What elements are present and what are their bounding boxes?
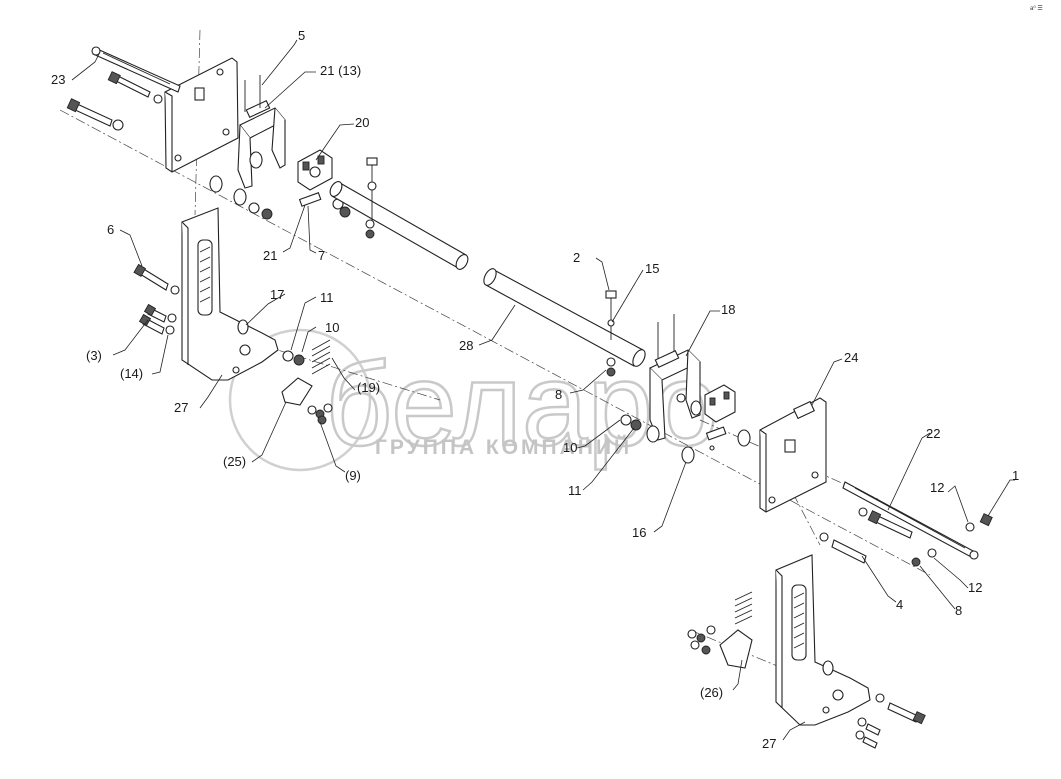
tube-28: [329, 181, 646, 367]
callout-26: (26): [700, 685, 723, 700]
callout-20: 20: [355, 115, 369, 130]
right-lever-27: [775, 554, 871, 726]
callout-5: 5: [298, 28, 305, 43]
callout-16: 16: [632, 525, 646, 540]
right-slotted-link-22: [842, 481, 979, 560]
right-clamp: [704, 384, 736, 451]
callout-24: 24: [844, 350, 858, 365]
bolt-7-and-nut: [365, 157, 378, 239]
callout-2: 2: [573, 250, 580, 265]
callout-11-left: 11: [320, 290, 334, 305]
callout-4: 4: [896, 597, 903, 612]
watermark-ring: [228, 328, 372, 472]
callout-25: (25): [223, 454, 246, 469]
left-mount-plate: [164, 57, 239, 173]
callout-18: 18: [721, 302, 735, 317]
callout-28: 28: [459, 338, 473, 353]
callout-9: (9): [345, 468, 361, 483]
callout-12-bottom: 12: [968, 580, 982, 595]
corner-mark: a⁰ ☰: [1030, 5, 1043, 12]
right-mount-plate-24: [759, 397, 827, 513]
upper-bracket-21: [237, 75, 286, 189]
left-bolts-6-3-14: [133, 263, 180, 335]
right-lower-bolts: [855, 693, 926, 749]
callout-15: 15: [645, 261, 659, 276]
callout-11-center: 11: [568, 483, 582, 498]
left-spring-assembly: [281, 339, 333, 425]
left-spring-axis: [244, 339, 441, 401]
callout-27-right: 27: [762, 736, 776, 751]
callout-22: 22: [926, 426, 940, 441]
callout-19: (19): [357, 380, 380, 395]
callout-6: 6: [107, 222, 114, 237]
callout-8-right: 8: [955, 603, 962, 618]
callout-3: (3): [86, 348, 102, 363]
right-spring-assembly: [687, 591, 753, 669]
main-axis-line: [59, 109, 931, 576]
callout-10-left: 10: [325, 320, 339, 335]
callout-14: (14): [120, 366, 143, 381]
callout-8-center: 8: [555, 387, 562, 402]
right-bolts: [819, 507, 993, 567]
callout-12-top: 12: [930, 480, 944, 495]
leader-lines: [71, 39, 1015, 741]
callout-21: 21: [263, 248, 277, 263]
callout-27-left: 27: [174, 400, 188, 415]
right-bushings: [620, 393, 751, 464]
watermark-subtitle: ГРУППА КОМПАНИЙ: [375, 435, 632, 459]
callout-1: 1: [1012, 468, 1019, 483]
callout-10-center: 10: [563, 440, 577, 455]
left-lever-27: [181, 207, 279, 381]
bushings-left: [209, 151, 351, 220]
callout-labels: 1 2 (3) 4 5 6 7 8 8 (9) 10 10 11 11 12 1…: [51, 28, 1019, 751]
callout-23: 23: [51, 72, 65, 87]
left-bolts: [66, 71, 163, 131]
callout-21-13: 21 (13): [320, 63, 361, 78]
callout-7: 7: [318, 248, 325, 263]
right-bolt-2-15: [605, 290, 617, 377]
clamp-20: [297, 149, 333, 207]
left-slotted-link-23: [91, 46, 181, 93]
callout-17: 17: [270, 287, 284, 302]
